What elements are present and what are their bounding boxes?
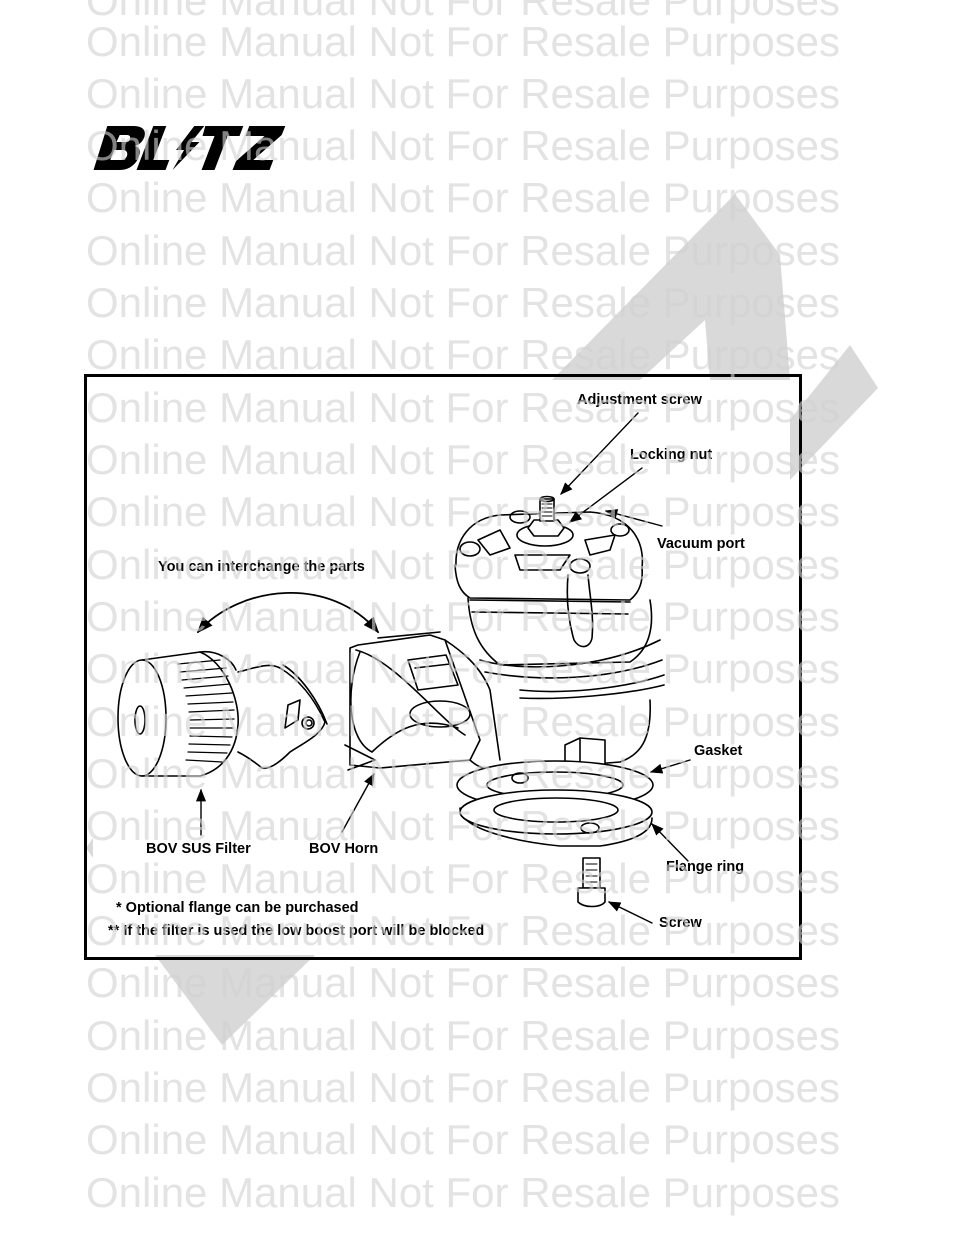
note-filter-blocks-port: ** If the filter is used the low boost p…	[108, 923, 485, 939]
label-bov-sus-filter: BOV SUS Filter	[146, 841, 251, 857]
blitz-logo: BLITZ	[92, 122, 292, 174]
blitz-logo-mark	[93, 126, 286, 170]
leader-locking-nut	[568, 467, 643, 523]
watermark-arrow-left	[86, 838, 93, 858]
bov-horn-drawing	[344, 631, 481, 771]
label-gasket: Gasket	[694, 743, 743, 759]
watermark-arrow-bottom	[155, 955, 315, 1045]
leader-bov-horn	[341, 772, 375, 833]
leader-gasket	[649, 759, 691, 774]
leader-flange-ring	[651, 823, 689, 862]
note-optional-flange: * Optional flange can be purchased	[116, 900, 359, 916]
screw-drawing	[577, 857, 606, 908]
flange-ring-drawing	[459, 789, 653, 847]
diagram-frame	[84, 374, 802, 960]
label-vacuum-port: Vacuum port	[657, 536, 745, 552]
leader-adjustment-screw	[560, 412, 639, 495]
label-bov-horn: BOV Horn	[309, 841, 379, 857]
watermark-arrow-top	[552, 194, 790, 380]
label-locking-nut: Locking nut	[630, 447, 713, 463]
label-interchange: You can interchange the parts	[158, 559, 365, 575]
watermark-arrow-right	[790, 345, 878, 480]
sus-filter-drawing	[117, 650, 328, 777]
leader-screw	[607, 901, 653, 924]
bov-body-drawing	[444, 495, 665, 776]
label-screw: Screw	[659, 915, 702, 931]
leader-vacuum-port	[604, 509, 663, 527]
label-adjustment-screw: Adjustment screw	[577, 392, 702, 408]
label-flange-ring: Flange ring	[666, 859, 745, 875]
interchange-arrow	[196, 592, 380, 634]
